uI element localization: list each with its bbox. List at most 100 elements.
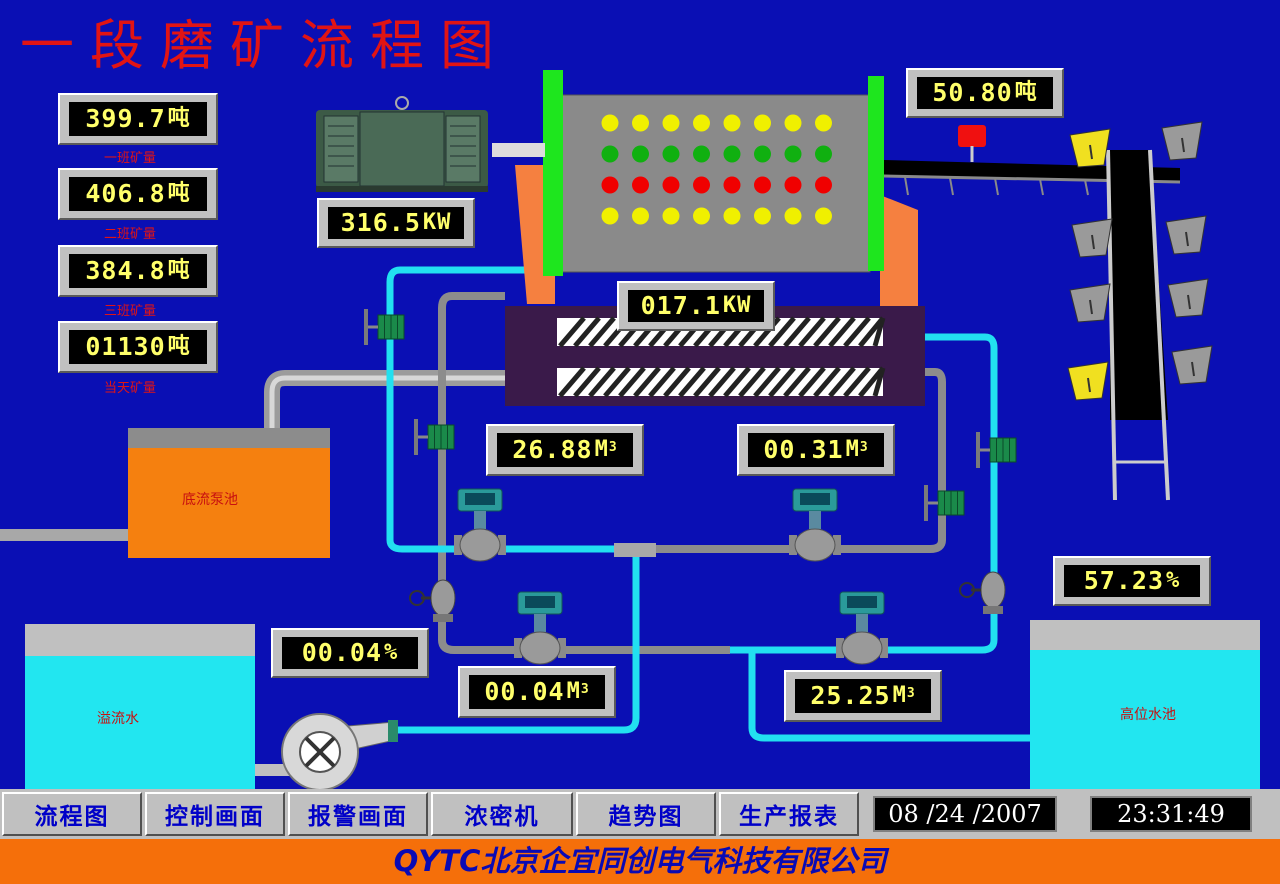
shift3-label: 三班矿量	[103, 304, 156, 319]
mill-indicator-light	[632, 207, 649, 225]
mill-indicator-light	[601, 145, 619, 163]
mill-indicator-light	[662, 207, 680, 225]
elevator-bucket	[1069, 128, 1111, 168]
valve-right-opening-display: 57.23%	[1053, 556, 1211, 606]
mill-indicator-light	[815, 176, 832, 194]
grey-pipes	[438, 292, 946, 654]
mill-indicator-light	[662, 114, 680, 132]
nav-trend-button[interactable]: 趋势图	[576, 792, 716, 836]
elevator-bucket	[1067, 361, 1109, 401]
mill-indicator-light	[784, 114, 802, 132]
underflow-pool	[128, 448, 330, 558]
mill-indicator-light	[815, 114, 832, 132]
nav-control-button[interactable]: 控制画面	[145, 792, 285, 836]
nav-thickener-button[interactable]: 浓密机	[431, 792, 573, 836]
mill-flange-left	[543, 70, 563, 276]
flowmeter	[454, 488, 506, 562]
elevator-bucket	[1161, 121, 1203, 161]
elevator-buckets	[1067, 121, 1213, 401]
flowmeter	[789, 488, 841, 562]
high-tank-label: 高位水池	[1120, 707, 1176, 723]
manual-valves	[364, 309, 1017, 521]
mill-indicator-light	[723, 207, 741, 225]
motorized-valves	[409, 571, 1006, 622]
mill-indicator-light	[754, 114, 771, 132]
underflow-pool-label: 底流泵池	[182, 492, 238, 508]
mill-indicator-light	[754, 176, 771, 194]
nav-flowchart-button[interactable]: 流程图	[2, 792, 142, 836]
company-footer: QYTC北京企宜同创电气科技有限公司	[0, 839, 1280, 884]
flowmeters	[454, 488, 888, 665]
belt-scale-sensor	[958, 125, 986, 147]
mill-indicator-light	[693, 207, 710, 225]
valve-left-opening-display: 00.04%	[271, 628, 429, 678]
manual-valve	[414, 419, 455, 455]
process-diagram	[0, 70, 1260, 790]
mill-indicator-light	[662, 145, 680, 163]
mill-shaft	[492, 143, 545, 157]
motorized-valve	[959, 571, 1006, 614]
high-tank-top	[1030, 620, 1260, 652]
mill-indicator-light	[601, 114, 619, 132]
mill-indicator-light	[723, 145, 741, 163]
mill-indicator-light	[601, 176, 619, 194]
shift1-label: 一班矿量	[103, 151, 156, 166]
mill-indicator-light	[784, 145, 802, 163]
underflow-pool-top	[128, 428, 330, 448]
mill-indicator-light	[754, 207, 771, 225]
mill-indicator-light	[601, 207, 619, 225]
mill-indicator-light	[815, 145, 832, 163]
elevator-bucket	[1171, 345, 1213, 385]
shift2-label: 二班矿量	[103, 227, 156, 242]
high-tank	[1030, 650, 1260, 790]
elevator-bucket	[1069, 283, 1111, 323]
page-title: 一段磨矿流程图	[20, 14, 510, 77]
mill-flange-right	[868, 76, 884, 271]
elevator-bucket	[1071, 218, 1113, 258]
mill-indicator-lights	[601, 114, 832, 225]
manual-valve	[924, 485, 965, 521]
mill-indicator-light	[632, 145, 649, 163]
time-display: 23:31:49	[1090, 796, 1252, 832]
bucket-elevator	[1106, 149, 1170, 501]
nav-report-button[interactable]: 生产报表	[719, 792, 859, 836]
manual-valve	[976, 432, 1017, 468]
mill-indicator-light	[693, 114, 710, 132]
mill-indicator-light	[693, 145, 710, 163]
mill-indicator-light	[632, 114, 649, 132]
mill-indicator-light	[754, 145, 771, 163]
nav-alarm-button[interactable]: 报警画面	[288, 792, 428, 836]
overflow-tank-top	[25, 624, 255, 658]
mill-indicator-light	[784, 207, 802, 225]
mill-indicator-light	[632, 176, 649, 194]
mill-indicator-light	[815, 207, 832, 225]
mill-indicator-light	[693, 176, 710, 194]
elevator-bucket	[1165, 215, 1207, 255]
centrifugal-pump	[255, 713, 398, 790]
date-display: 08 /24 /2007	[873, 796, 1057, 832]
outlet-pipe	[0, 529, 130, 541]
motor	[316, 96, 488, 192]
mill-indicator-light	[723, 176, 741, 194]
water-pipes	[386, 266, 1035, 742]
overflow-tank-label: 溢流水	[97, 711, 139, 727]
flowmeter	[514, 591, 566, 665]
overflow-tank	[25, 656, 255, 790]
elevator-bucket	[1167, 278, 1209, 318]
motorized-valve	[409, 579, 456, 622]
mill-indicator-light	[723, 114, 741, 132]
daily-total-label: 当天矿量	[103, 381, 156, 396]
flowmeter	[836, 591, 888, 665]
mill-indicator-light	[662, 176, 680, 194]
